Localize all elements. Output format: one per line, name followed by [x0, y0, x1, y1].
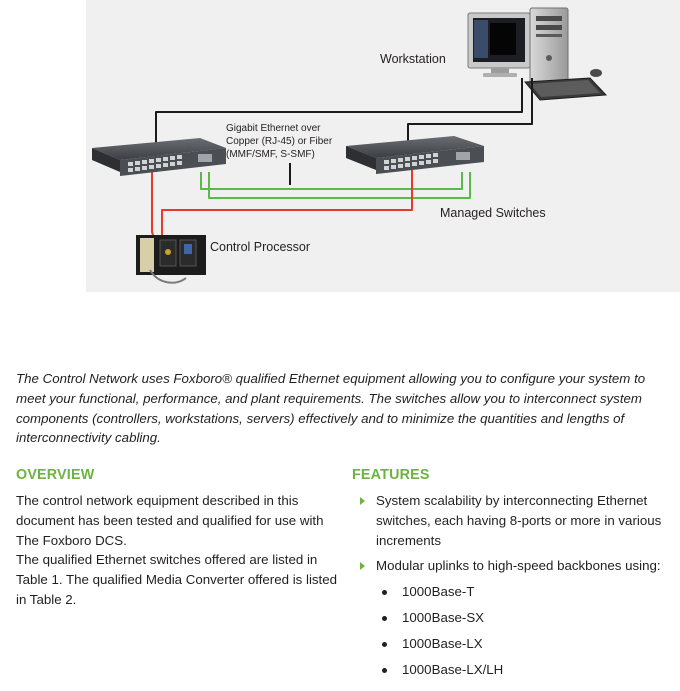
features-list: System scalability by interconnecting Et… [352, 491, 672, 679]
uplink-option-text: 1000Base-SX [402, 609, 485, 625]
control-processor-label: Control Processor [210, 240, 310, 254]
link-label-line-3: (MMF/SMF, S-SMF) [226, 149, 315, 160]
workstation-computer [467, 7, 608, 101]
features-heading: FEATURES [352, 467, 430, 483]
overview-paragraph-1: The control network equipment described … [16, 493, 324, 548]
overview-section: OVERVIEW The control network equipment d… [16, 466, 338, 610]
dot-bullet-icon [382, 615, 387, 621]
feature-item: System scalability by interconnecting Et… [352, 491, 672, 550]
dot-bullet-icon [382, 641, 387, 647]
green-cable-top [200, 172, 463, 190]
red-cable-right [161, 170, 413, 250]
dot-bullet-icon [382, 667, 387, 673]
uplink-option: 1000Base-T [376, 582, 672, 602]
uplink-option-text: 1000Base-LX/LH [402, 661, 504, 677]
overview-paragraph-2: The qualified Ethernet switches offered … [16, 552, 338, 607]
feature-item: Modular uplinks to high-speed backbones … [352, 556, 672, 679]
uplink-option: 1000Base-SX [376, 608, 672, 628]
green-cable-bottom [208, 172, 471, 199]
link-label-line-1: Gigabit Ethernet over [226, 123, 321, 134]
uplink-option: 1000Base-LX [376, 634, 672, 654]
managed-switches-label: Managed Switches [440, 206, 546, 220]
triangle-bullet-icon [360, 562, 365, 571]
control-processor-device [136, 235, 206, 284]
workstation-label: Workstation [380, 52, 446, 66]
intro-caption: The Control Network uses Foxboro® qualif… [16, 371, 646, 446]
features-section: FEATURES System scalability by interconn… [352, 466, 672, 685]
uplink-option-text: 1000Base-T [402, 584, 475, 600]
managed-switch-left [92, 138, 226, 176]
uplink-options-list: 1000Base-T 1000Base-SX 1000Base-LX 1000B… [376, 582, 672, 679]
black-cable-left [155, 78, 523, 172]
network-diagram: Workstation Gigabit Ethernet over Copper… [86, 0, 680, 292]
feature-item-text: System scalability by interconnecting Et… [376, 493, 662, 548]
uplink-option: 1000Base-LX/LH [376, 660, 672, 680]
managed-switch-right [346, 136, 484, 174]
feature-item-text: Modular uplinks to high-speed backbones … [376, 558, 661, 574]
dot-bullet-icon [382, 590, 387, 596]
link-label-line-2: Copper (RJ-45) or Fiber [226, 136, 333, 147]
triangle-bullet-icon [360, 497, 365, 505]
uplink-option-text: 1000Base-LX [402, 635, 483, 651]
overview-heading: OVERVIEW [16, 467, 95, 483]
